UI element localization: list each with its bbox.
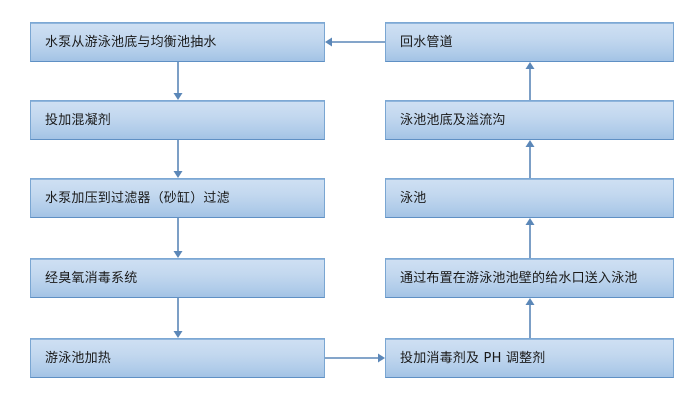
- node-label: 泳池: [400, 190, 427, 206]
- node-label: 泳池池底及溢流沟: [400, 112, 506, 128]
- arrow-left-return-to-pump: [325, 34, 385, 50]
- node-label: 经臭氧消毒系统: [45, 270, 138, 286]
- node-label: 投加混凝剂: [45, 112, 112, 128]
- node-label: 通过布置在游泳池池壁的给水口送入泳池: [400, 270, 638, 286]
- arrow-down-ozone-to-heating: [170, 298, 186, 338]
- node-pool-bottom-gutter[interactable]: 泳池池底及溢流沟: [385, 100, 674, 140]
- arrow-up-gutter-to-return: [522, 62, 538, 100]
- node-label: 水泵加压到过滤器（砂缸）过滤: [45, 190, 230, 206]
- node-sand-filter[interactable]: 水泵加压到过滤器（砂缸）过滤: [30, 178, 325, 218]
- arrow-down-coagulant-to-filter: [170, 140, 186, 178]
- arrow-down-pump-to-coagulant: [170, 62, 186, 100]
- node-pool-heating[interactable]: 游泳池加热: [30, 338, 325, 378]
- node-disinfect-ph[interactable]: 投加消毒剂及 PH 调整剂: [385, 338, 674, 378]
- node-pool[interactable]: 泳池: [385, 178, 674, 218]
- arrow-up-wall-inlet-to-pool: [522, 218, 538, 258]
- node-label: 游泳池加热: [45, 350, 112, 366]
- arrow-up-disinfect-to-wall-inlet: [522, 298, 538, 338]
- node-wall-inlet[interactable]: 通过布置在游泳池池壁的给水口送入泳池: [385, 258, 674, 298]
- node-label: 水泵从游泳池底与均衡池抽水: [45, 34, 217, 50]
- arrow-down-filter-to-ozone: [170, 218, 186, 258]
- node-label: 回水管道: [400, 34, 453, 50]
- node-pump-intake[interactable]: 水泵从游泳池底与均衡池抽水: [30, 22, 325, 62]
- node-ozone[interactable]: 经臭氧消毒系统: [30, 258, 325, 298]
- node-label: 投加消毒剂及 PH 调整剂: [400, 350, 546, 366]
- node-return-pipe[interactable]: 回水管道: [385, 22, 674, 62]
- node-coagulant[interactable]: 投加混凝剂: [30, 100, 325, 140]
- arrow-right-heating-to-disinfect: [325, 350, 385, 366]
- arrow-up-pool-to-gutter: [522, 140, 538, 178]
